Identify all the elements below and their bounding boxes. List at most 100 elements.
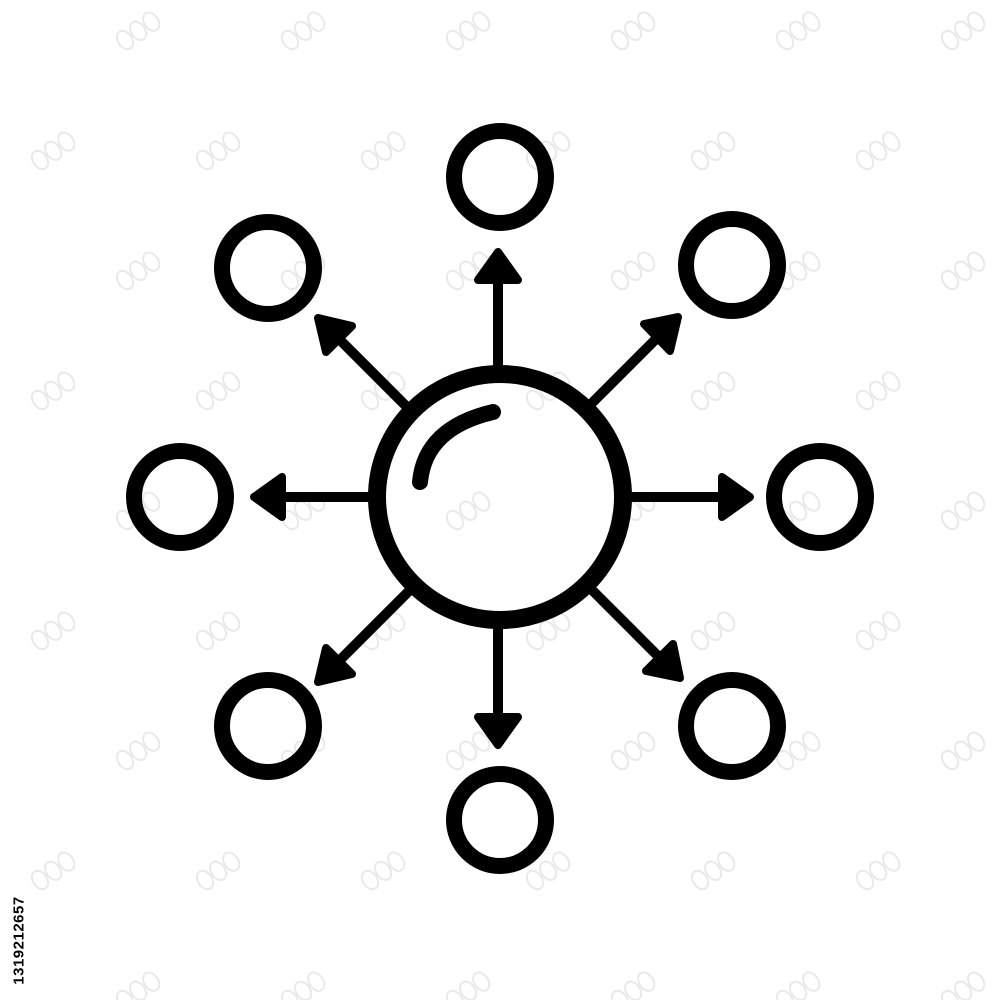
watermark-loop bbox=[882, 851, 901, 872]
watermark-loop bbox=[293, 980, 313, 1000]
watermark-loop bbox=[882, 371, 901, 392]
node-bottom-right bbox=[678, 672, 786, 780]
watermark-loop bbox=[940, 509, 960, 531]
watermark-loop bbox=[610, 269, 630, 291]
watermark-loop bbox=[940, 749, 960, 771]
watermark-mark bbox=[940, 251, 986, 291]
watermark-loop bbox=[128, 20, 148, 41]
watermark-loop bbox=[690, 389, 710, 411]
watermark-loop bbox=[610, 989, 630, 1000]
watermark-loop bbox=[387, 851, 406, 872]
watermark-loop bbox=[623, 740, 643, 761]
network-graphic bbox=[126, 123, 874, 874]
watermark-loop bbox=[538, 860, 558, 881]
watermark-loop bbox=[445, 509, 465, 531]
watermark-mark bbox=[115, 11, 161, 51]
watermark-loop bbox=[802, 11, 821, 32]
watermark-loop bbox=[953, 260, 973, 281]
arrowheads bbox=[250, 248, 754, 749]
watermark-loop bbox=[128, 980, 148, 1000]
arrowhead-down-right bbox=[642, 640, 684, 682]
watermark-mark bbox=[195, 851, 241, 891]
node-top-left bbox=[214, 214, 322, 322]
watermark-loop bbox=[868, 860, 888, 881]
watermark-loop bbox=[788, 500, 808, 521]
watermark-mark bbox=[360, 131, 406, 171]
watermark-loop bbox=[637, 11, 656, 32]
watermark-loop bbox=[703, 140, 723, 161]
watermark-loop bbox=[703, 380, 723, 401]
watermark-loop bbox=[222, 131, 241, 152]
watermark-loop bbox=[703, 860, 723, 881]
watermark-mark bbox=[445, 971, 491, 1000]
watermark-mark bbox=[610, 971, 656, 1000]
watermark-mark bbox=[940, 11, 986, 51]
watermark-loop bbox=[280, 269, 300, 291]
watermark-loop bbox=[458, 260, 478, 281]
watermark-loop bbox=[802, 491, 821, 512]
watermark-loop bbox=[775, 29, 795, 51]
arrowhead-up-right bbox=[640, 313, 682, 355]
watermark-mark bbox=[690, 131, 736, 171]
watermark-loop bbox=[458, 980, 478, 1000]
node-top-right bbox=[678, 211, 786, 319]
watermark-loop bbox=[472, 731, 491, 752]
watermark-loop bbox=[472, 11, 491, 32]
watermark-loop bbox=[30, 869, 50, 891]
watermark-mark bbox=[775, 971, 821, 1000]
hub-circle bbox=[368, 365, 632, 629]
watermark-loop bbox=[115, 269, 135, 291]
watermark-loop bbox=[552, 851, 571, 872]
watermark-mark bbox=[775, 11, 821, 51]
node-bottom bbox=[446, 766, 554, 874]
watermark-mark bbox=[855, 851, 901, 891]
watermark-mark bbox=[690, 851, 736, 891]
watermark-loop bbox=[142, 731, 161, 752]
watermark-loop bbox=[623, 20, 643, 41]
watermark-mark bbox=[30, 851, 76, 891]
watermark-loop bbox=[222, 851, 241, 872]
watermark-loop bbox=[222, 611, 241, 632]
watermark-mark bbox=[115, 251, 161, 291]
watermark-loop bbox=[802, 251, 821, 272]
watermark-loop bbox=[458, 20, 478, 41]
watermark-loop bbox=[142, 11, 161, 32]
watermark-loop bbox=[280, 29, 300, 51]
watermark-mark bbox=[280, 971, 326, 1000]
watermark-loop bbox=[307, 971, 326, 992]
watermark-loop bbox=[703, 620, 723, 641]
watermark-loop bbox=[57, 851, 76, 872]
watermark-loop bbox=[610, 749, 630, 771]
watermark-loop bbox=[280, 989, 300, 1000]
watermark-loop bbox=[953, 740, 973, 761]
watermark-loop bbox=[445, 269, 465, 291]
watermark-loop bbox=[208, 140, 228, 161]
watermark-loop bbox=[142, 491, 161, 512]
watermark-loop bbox=[610, 29, 630, 51]
watermark-mark bbox=[855, 371, 901, 411]
watermark-mark bbox=[445, 491, 491, 531]
watermark-loop bbox=[195, 629, 215, 651]
watermark-loop bbox=[458, 500, 478, 521]
watermark-mark bbox=[855, 611, 901, 651]
watermark-loop bbox=[953, 980, 973, 1000]
watermark-loop bbox=[623, 980, 643, 1000]
watermark-mark bbox=[360, 851, 406, 891]
watermark-loop bbox=[445, 989, 465, 1000]
watermark-loop bbox=[855, 389, 875, 411]
node-top bbox=[446, 123, 554, 231]
watermark-loop bbox=[142, 971, 161, 992]
watermark-mark bbox=[940, 491, 986, 531]
watermark-loop bbox=[802, 971, 821, 992]
watermark-mark bbox=[690, 371, 736, 411]
arrowhead-down bbox=[474, 713, 522, 749]
watermark-mark bbox=[940, 731, 986, 771]
watermark-loop bbox=[387, 131, 406, 152]
watermark-loop bbox=[208, 380, 228, 401]
watermark-loop bbox=[373, 140, 393, 161]
arrowhead-up-left bbox=[314, 314, 356, 356]
outer-nodes bbox=[126, 123, 874, 874]
watermark-loop bbox=[623, 260, 643, 281]
watermark-mark bbox=[690, 611, 736, 651]
watermark-loop bbox=[525, 869, 545, 891]
